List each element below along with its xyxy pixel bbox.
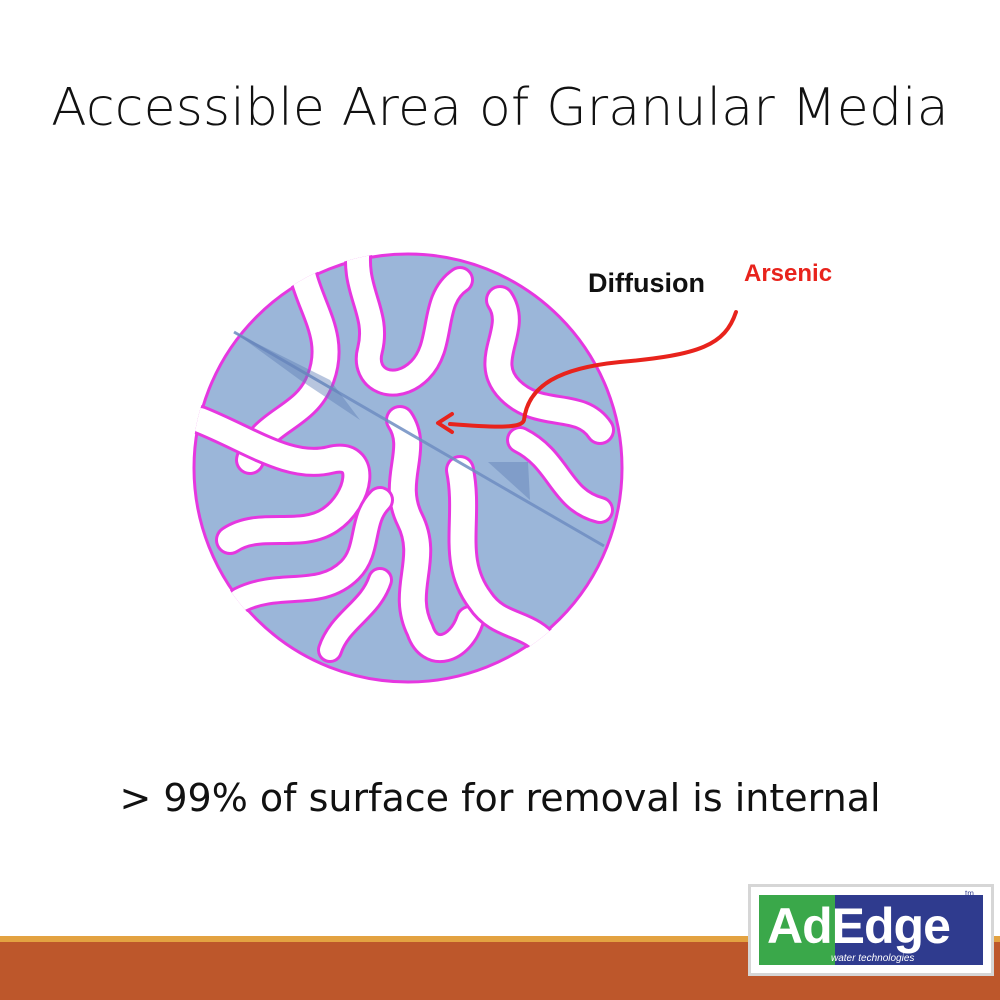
logo-edge: Edge — [831, 898, 951, 954]
diffusion-arrow — [436, 310, 738, 434]
diffusion-label: Diffusion — [588, 268, 705, 298]
adedge-logo: AdEdge water technologies tm — [748, 884, 994, 976]
shaded-plane — [234, 332, 360, 420]
arrowhead-icon — [436, 412, 454, 434]
media-grain — [192, 252, 624, 684]
shaded-plane — [488, 462, 530, 500]
cross-section-line — [233, 330, 605, 548]
logo-subtitle: water technologies — [831, 953, 915, 964]
logo-wordmark: AdEdge — [767, 897, 951, 955]
logo-panel: AdEdge water technologies — [759, 895, 983, 965]
arsenic-label: Arsenic — [744, 260, 833, 287]
footer-stripe — [0, 936, 1000, 942]
logo-green-block — [759, 895, 835, 965]
slide-caption: > 99% of surface for removal is internal — [119, 776, 881, 820]
logo-trademark: tm — [965, 889, 974, 898]
logo-ad: Ad — [767, 898, 833, 954]
slide-title: Accessible Area of Granular Media — [51, 78, 949, 138]
pore-channels — [192, 252, 615, 665]
